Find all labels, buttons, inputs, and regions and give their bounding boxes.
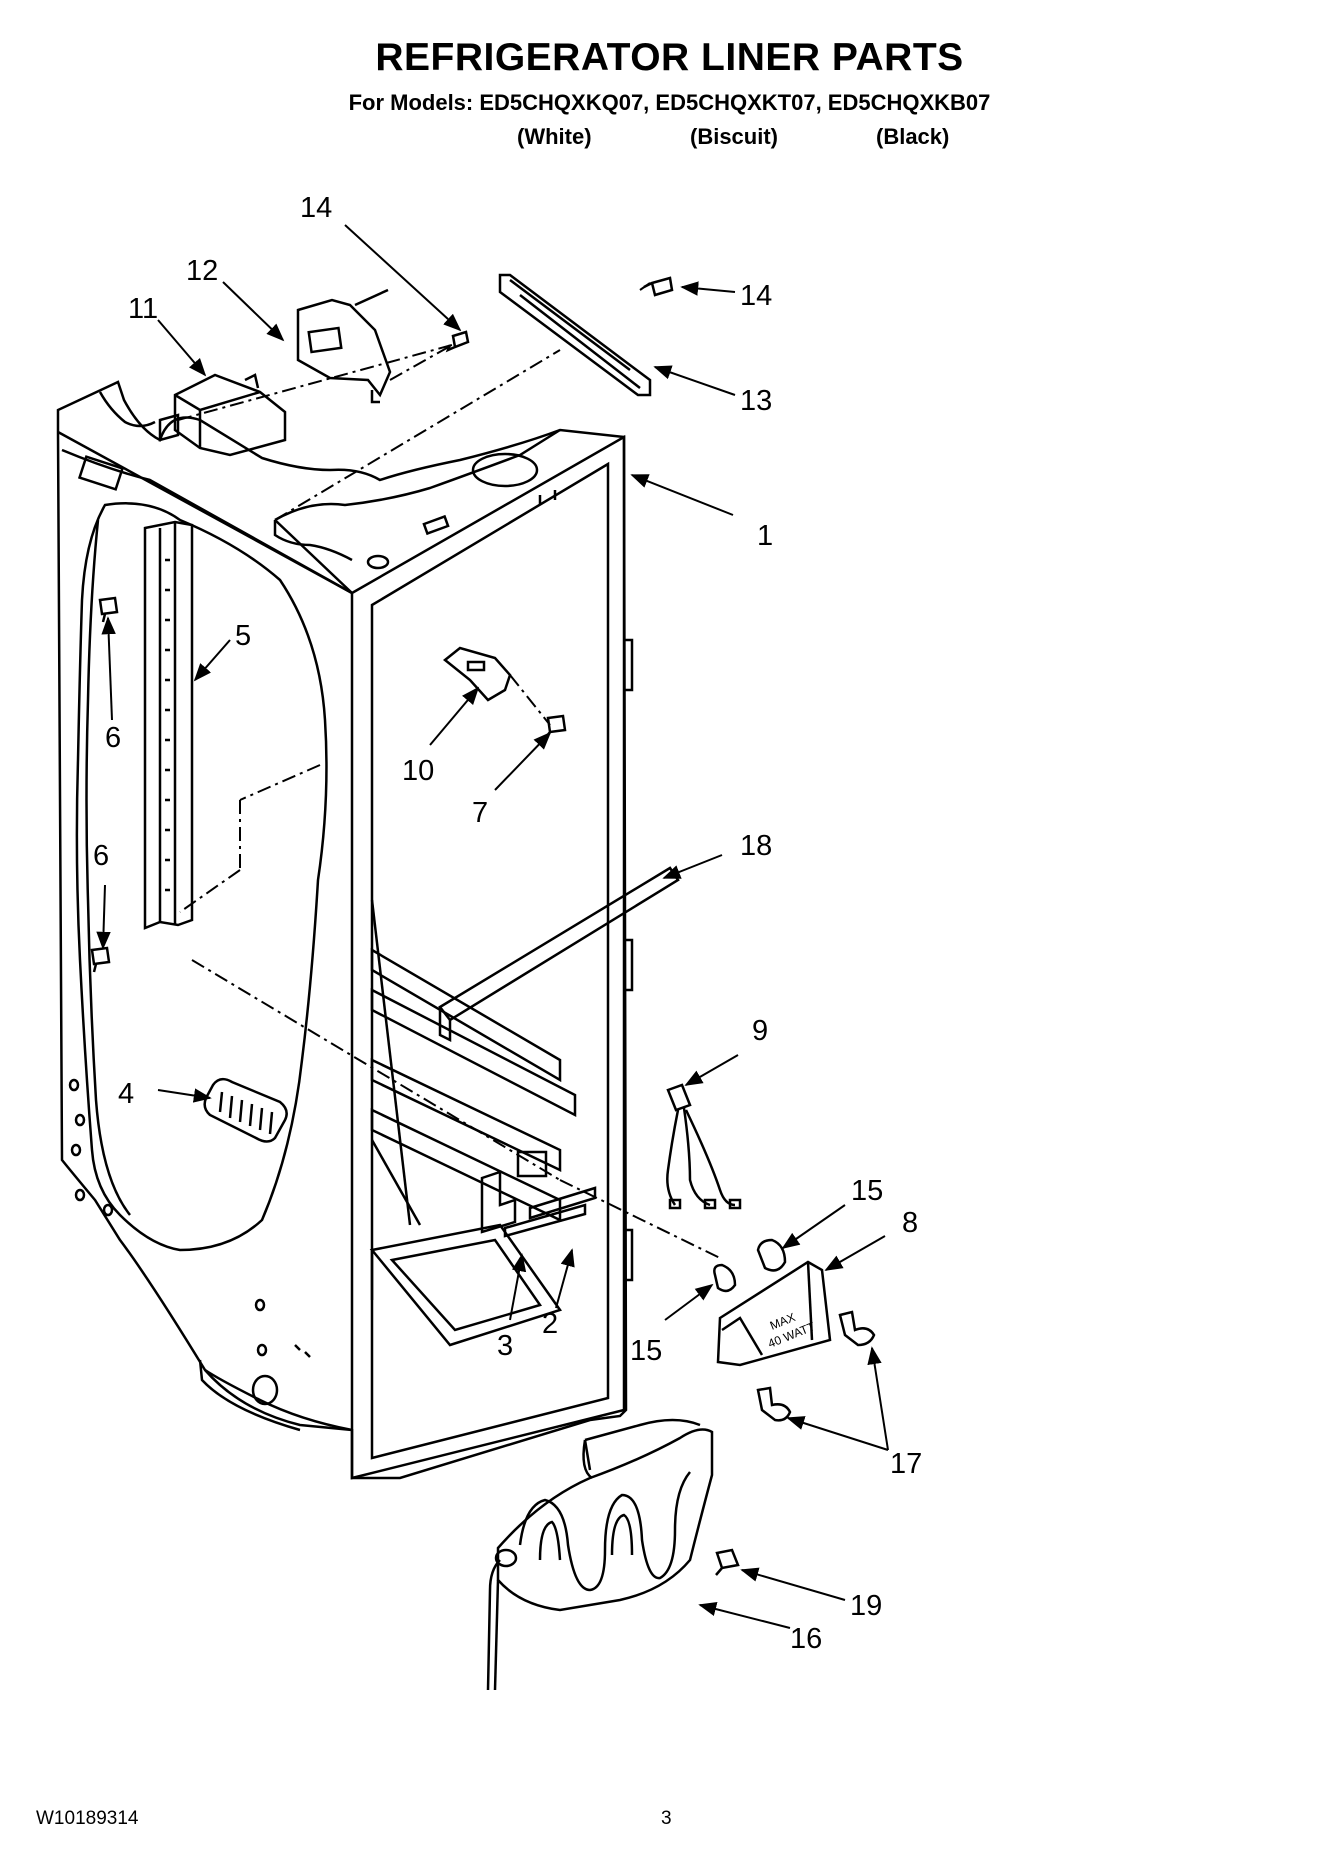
callout-1: 1 <box>757 520 773 552</box>
part-5-rail <box>143 520 194 930</box>
callout-6-lower: 6 <box>93 840 109 872</box>
callout-10: 10 <box>402 755 434 787</box>
callout-labels: 14 12 11 14 13 1 5 6 10 7 18 6 9 4 15 8 … <box>93 192 922 1655</box>
callout-6-upper: 6 <box>105 722 121 754</box>
callout-4: 4 <box>118 1078 134 1110</box>
leader-arrows <box>96 224 889 1629</box>
models-line: For Models: ED5CHQXKQ07, ED5CHQXKT07, ED… <box>348 90 991 115</box>
callout-18: 18 <box>740 830 772 862</box>
part-9-wire-harness <box>666 1083 742 1210</box>
variant-black-label: (Black) <box>876 124 950 149</box>
callout-9: 9 <box>752 1015 768 1047</box>
part-12-bracket <box>296 288 392 404</box>
page-number: 3 <box>661 1808 672 1829</box>
document-number: W10189314 <box>36 1808 139 1829</box>
callout-19: 19 <box>850 1590 882 1622</box>
callout-7: 7 <box>472 797 488 829</box>
parts-2-3-brackets <box>480 1150 597 1238</box>
callout-5: 5 <box>235 620 251 652</box>
callout-16: 16 <box>790 1623 822 1655</box>
part-13-channel <box>498 273 652 397</box>
callout-13: 13 <box>740 385 772 417</box>
callout-15-upper: 15 <box>851 1175 883 1207</box>
callout-17: 17 <box>890 1448 922 1480</box>
callout-11: 11 <box>128 293 158 325</box>
part-11-module <box>158 373 287 457</box>
callout-14-top: 14 <box>300 192 332 224</box>
variant-biscuit-label: (Biscuit) <box>690 124 778 149</box>
liner-cabinet <box>56 380 634 1480</box>
callout-2: 2 <box>542 1308 558 1340</box>
part-17-plugs <box>756 1310 876 1422</box>
callout-3: 3 <box>497 1330 513 1362</box>
part-18-crossbar <box>438 866 680 1043</box>
callout-15-lower: 15 <box>630 1335 662 1367</box>
part-4-grille <box>203 1077 288 1143</box>
page-title: REFRIGERATOR LINER PARTS <box>375 36 964 79</box>
part-15-clips <box>713 1238 787 1293</box>
callout-8: 8 <box>902 1207 918 1239</box>
part-16-evaporator <box>486 1418 714 1691</box>
alignment-lines <box>177 282 721 1259</box>
screws <box>90 276 740 1576</box>
callout-12: 12 <box>186 255 218 287</box>
part-10-bracket <box>442 646 512 702</box>
callout-14-right: 14 <box>740 280 772 312</box>
variant-white-label: (White) <box>517 124 592 149</box>
